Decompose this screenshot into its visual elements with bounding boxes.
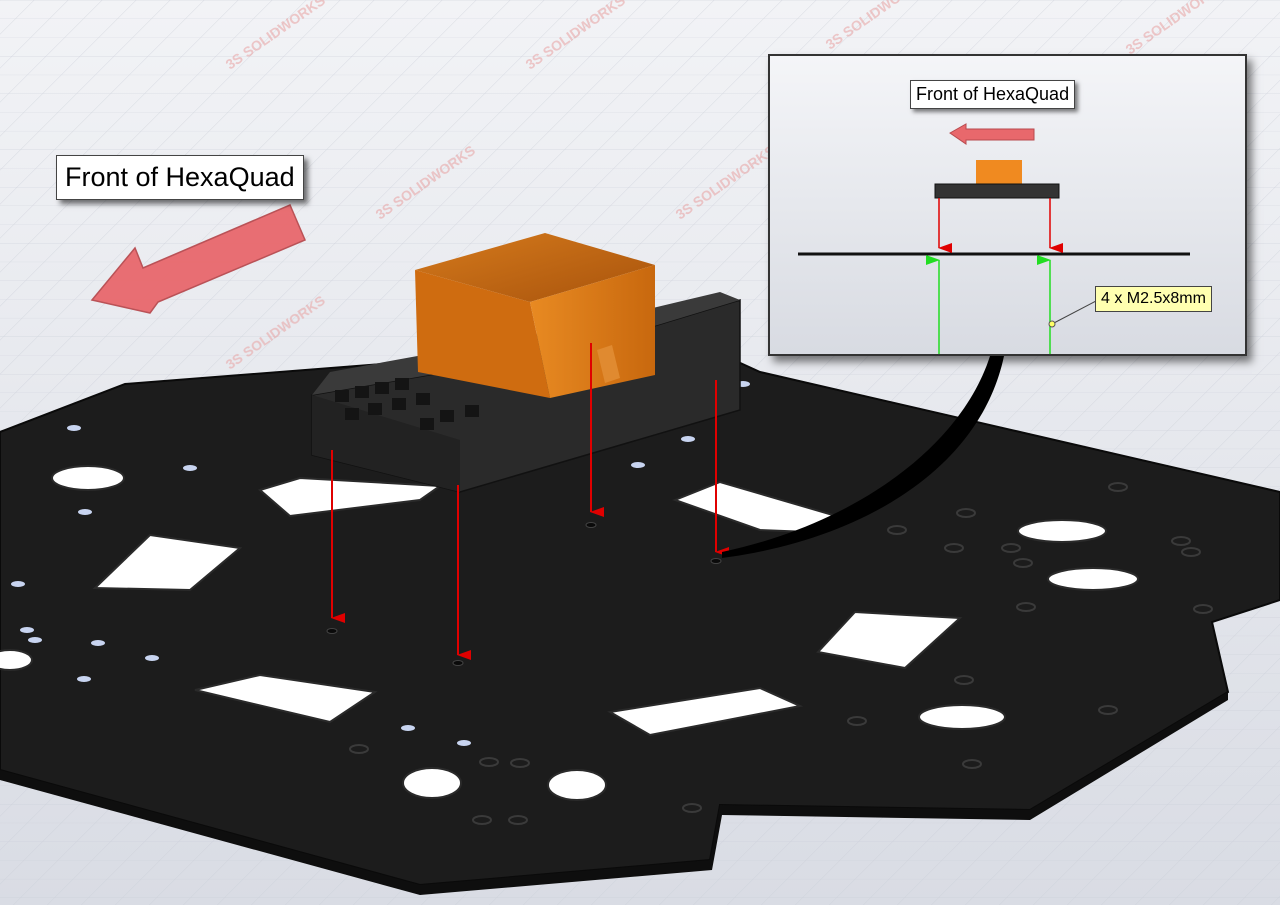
detail-inset: Front of HexaQuad 4 x M2.5x8mm — [768, 54, 1247, 356]
plate-cutout — [257, 476, 443, 518]
inset-base — [934, 183, 1060, 199]
inset-front-label: Front of HexaQuad — [910, 80, 1076, 109]
inset-leader-line — [722, 356, 1004, 558]
callout-anchor — [1048, 320, 1056, 328]
inset-up-arrows — [926, 255, 1051, 354]
callout-leader — [1051, 300, 1097, 325]
front-label: Front of HexaQuad — [56, 155, 304, 200]
inset-diagram — [798, 123, 1190, 354]
plate-cutout — [92, 533, 243, 592]
plate-cutout — [607, 686, 804, 737]
plate-cutout — [816, 610, 963, 670]
inset-front-arrow — [949, 123, 1035, 145]
inset-down-arrows — [938, 198, 1063, 253]
screw-callout: 4 x M2.5x8mm — [1095, 286, 1212, 312]
front-direction-arrow — [90, 204, 306, 314]
orange-cover — [415, 233, 655, 398]
screw-arrows — [331, 343, 729, 660]
plate-cutout — [194, 673, 378, 724]
inset-cover — [976, 160, 1022, 186]
